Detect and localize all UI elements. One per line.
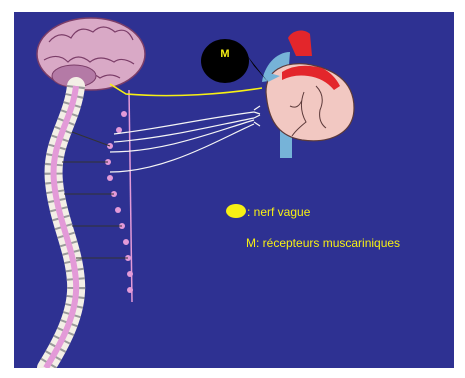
receptor-marker-label: M (205, 48, 245, 74)
receptor-legend-label: M: récepteurs muscariniques (246, 236, 400, 250)
vagus-legend-swatch (226, 204, 246, 218)
spine-illustration (46, 86, 76, 368)
heart-illustration (262, 31, 354, 158)
vagus-legend-label: : nerf vague (247, 205, 310, 219)
vagus-nerve (110, 84, 262, 96)
brain-illustration (37, 18, 145, 90)
sympathetic-fibres (110, 106, 260, 172)
diagram-slide: M : nerf vague M: récepteurs muscariniqu… (14, 12, 454, 368)
